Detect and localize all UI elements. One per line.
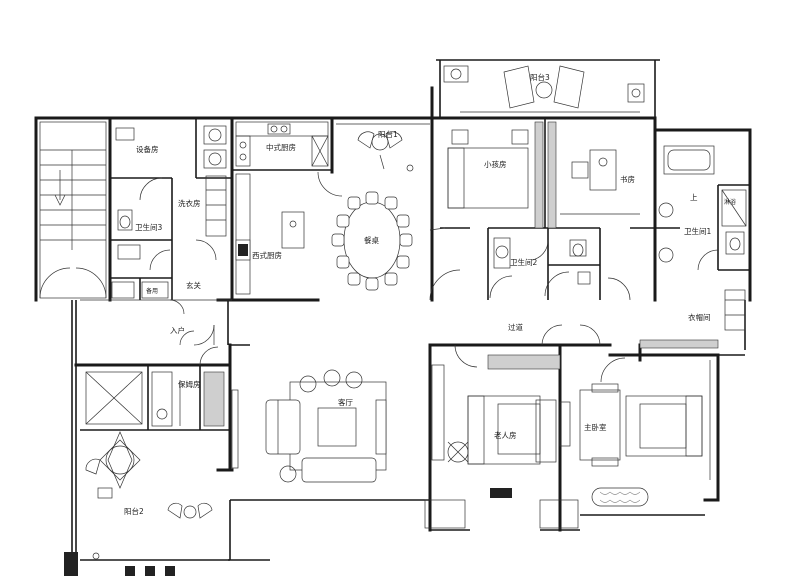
label-bath2: 卫生间2: [510, 257, 537, 267]
kitchens: [235, 121, 343, 295]
label-kid-room: 小孩房: [484, 159, 507, 169]
label-corridor: 过道: [508, 322, 523, 332]
label-western-kitchen: 西式厨房: [252, 250, 282, 260]
label-chinese-kitchen: 中式厨房: [266, 142, 296, 152]
label-balcony3: 阳台3: [530, 72, 550, 82]
kid-room-study: [447, 121, 640, 229]
label-laundry: 洗衣房: [178, 198, 201, 208]
label-entrance-hall: 玄关: [186, 280, 201, 290]
label-nanny-room: 保姆房: [178, 379, 201, 389]
label-equip-small: 备用: [146, 287, 158, 295]
bath1-fixtures: [658, 145, 747, 331]
entry-area: [80, 299, 232, 346]
dining-table: [331, 191, 413, 291]
label-equipment-room: 设备房: [136, 144, 159, 154]
label-elder-room: 老人房: [494, 430, 517, 440]
walls: [34, 59, 752, 576]
bath2-fixtures: [489, 237, 591, 299]
corridor-doors: [169, 227, 719, 383]
label-cloakroom: 衣帽间: [688, 312, 711, 322]
master-bedroom-furniture: [559, 360, 711, 507]
staircase: [39, 121, 107, 299]
balcony1-furniture: [336, 123, 433, 230]
label-bath1: 卫生间1: [684, 226, 711, 236]
living-room-furniture: [231, 369, 387, 483]
balcony2-furniture: [64, 431, 213, 576]
room-labels: 设备房 洗衣房 卫生间3 备用 玄关 入户 中式厨房 西式厨房 阳台1 餐桌 阳…: [124, 72, 736, 516]
label-living-room: 客厅: [338, 397, 353, 407]
label-shower: 淋浴: [724, 198, 736, 206]
label-balcony1: 阳台1: [378, 129, 398, 139]
elder-room-furniture: [424, 354, 579, 529]
label-up: 上: [690, 193, 698, 202]
nanny-room: [85, 346, 225, 427]
label-master-bedroom: 主卧室: [584, 422, 607, 432]
label-dining: 餐桌: [364, 235, 379, 245]
label-entry: 入户: [170, 325, 185, 335]
balcony3-furniture: [443, 65, 645, 113]
label-study: 书房: [620, 174, 635, 184]
utility-block: [111, 125, 227, 299]
label-bath3: 卫生间3: [135, 222, 162, 232]
label-balcony2: 阳台2: [124, 506, 144, 516]
